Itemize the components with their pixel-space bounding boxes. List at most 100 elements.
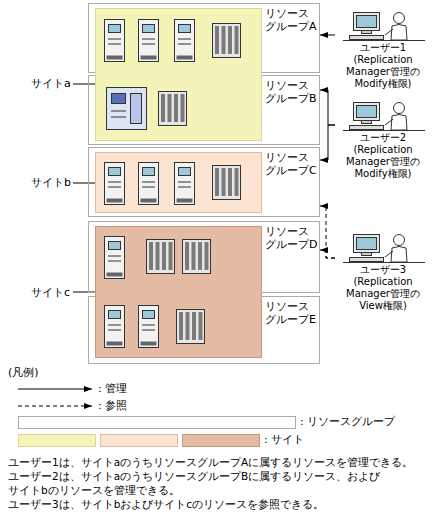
icon-part bbox=[385, 29, 393, 35]
icon-part bbox=[228, 168, 232, 196]
legend-text: : リソースグループ bbox=[300, 415, 395, 429]
icon-part bbox=[235, 26, 239, 54]
icon-part bbox=[205, 242, 209, 270]
note-text: ユーザー1は、サイトaのうちリソースグループAに属するリソースを管理できる。 bbox=[8, 455, 428, 469]
icon-part bbox=[108, 44, 121, 45]
icon-part bbox=[391, 115, 407, 131]
icon-part bbox=[142, 187, 155, 188]
server-symbol bbox=[175, 20, 195, 62]
icon-part bbox=[350, 36, 384, 40]
server-symbol bbox=[105, 20, 125, 62]
storage-symbol bbox=[213, 166, 241, 200]
icon-part bbox=[142, 182, 155, 183]
monitor-symbol bbox=[354, 235, 380, 253]
user-permission: (Replication Manager管理の Modify権限) bbox=[337, 144, 429, 180]
icon-part bbox=[109, 242, 121, 250]
reference-arrow bbox=[320, 206, 335, 258]
icon-part bbox=[168, 94, 172, 122]
icon-part bbox=[107, 199, 123, 203]
management-arrow bbox=[320, 125, 335, 160]
icon-part bbox=[108, 187, 121, 188]
icon-part bbox=[177, 56, 193, 60]
group-label: リソース グループA bbox=[265, 7, 319, 33]
icon-part bbox=[143, 25, 155, 33]
site-region: サイトc bbox=[95, 226, 262, 358]
storage-symbol bbox=[177, 310, 205, 344]
icon-part bbox=[108, 39, 121, 40]
icon-part bbox=[357, 238, 377, 250]
note-text: ユーザー2は、サイトaのうちリソースグループBに属するリソース、および サイトb… bbox=[8, 469, 408, 497]
icon-part bbox=[362, 121, 372, 124]
storage-symbol bbox=[147, 240, 175, 274]
icon-part bbox=[357, 106, 377, 118]
icon-part bbox=[215, 168, 219, 196]
server-symbol bbox=[139, 163, 159, 205]
icon-part bbox=[111, 117, 126, 118]
group-label: リソース グループB bbox=[265, 79, 319, 105]
management-arrow bbox=[320, 35, 335, 36]
site-label: サイトa bbox=[31, 77, 71, 91]
icon-part bbox=[198, 242, 202, 270]
icon-part bbox=[199, 312, 203, 340]
reference-arrow bbox=[320, 250, 335, 258]
legend-group-box bbox=[19, 417, 296, 429]
icon-part bbox=[181, 94, 185, 122]
user-node: ユーザー1(Replication Manager管理の Modify権限) bbox=[335, 10, 431, 90]
icon-part bbox=[149, 242, 153, 270]
server-symbol bbox=[105, 163, 125, 205]
icon-part bbox=[178, 182, 191, 183]
site-label: サイトb bbox=[31, 176, 71, 190]
icon-part bbox=[131, 94, 142, 124]
icon-part bbox=[179, 25, 191, 33]
site-region: サイトb bbox=[95, 152, 262, 213]
icon-part bbox=[108, 325, 121, 326]
equipment-illustration bbox=[96, 227, 263, 359]
user-illustration bbox=[335, 232, 431, 264]
icon-part bbox=[109, 311, 121, 319]
icon-part bbox=[142, 44, 155, 45]
icon-part bbox=[111, 111, 126, 112]
icon-part bbox=[179, 168, 191, 176]
storage-symbol bbox=[183, 240, 211, 274]
icon-part bbox=[109, 168, 121, 176]
leader-line bbox=[73, 84, 95, 85]
icon-part bbox=[107, 342, 123, 346]
icon-part bbox=[222, 26, 226, 54]
icon-part bbox=[343, 40, 425, 41]
icon-part bbox=[178, 187, 191, 188]
icon-part bbox=[186, 312, 190, 340]
icon-part bbox=[141, 342, 157, 346]
icon-part bbox=[222, 168, 226, 196]
icon-part bbox=[178, 39, 191, 40]
equipment-illustration bbox=[96, 9, 263, 142]
icon-part bbox=[185, 242, 189, 270]
legend-text: : サイト bbox=[264, 433, 304, 447]
person-symbol bbox=[394, 13, 405, 24]
icon-part bbox=[385, 251, 393, 257]
legend-swatch bbox=[18, 434, 96, 447]
icon-part bbox=[162, 242, 166, 270]
icon-part bbox=[108, 261, 121, 262]
icon-part bbox=[109, 25, 121, 33]
legend-title: (凡例) bbox=[8, 366, 128, 380]
icon-part bbox=[391, 25, 407, 41]
device-symbol bbox=[107, 88, 147, 130]
icon-part bbox=[362, 31, 372, 34]
icon-part bbox=[343, 262, 425, 263]
user-permission: (Replication Manager管理の Modify権限) bbox=[337, 54, 429, 90]
site-region: サイトa bbox=[95, 8, 262, 141]
icon-part bbox=[179, 312, 183, 340]
person-symbol bbox=[394, 103, 405, 114]
icon-part bbox=[391, 247, 407, 263]
icon-part bbox=[215, 26, 219, 54]
icon-part bbox=[108, 256, 121, 257]
icon-part bbox=[108, 330, 121, 331]
leader-line bbox=[73, 183, 95, 184]
storage-symbol bbox=[159, 92, 187, 126]
icon-part bbox=[156, 242, 160, 270]
user-illustration bbox=[335, 100, 431, 132]
icon-part bbox=[108, 182, 121, 183]
icon-part bbox=[143, 168, 155, 176]
server-symbol bbox=[139, 306, 159, 348]
